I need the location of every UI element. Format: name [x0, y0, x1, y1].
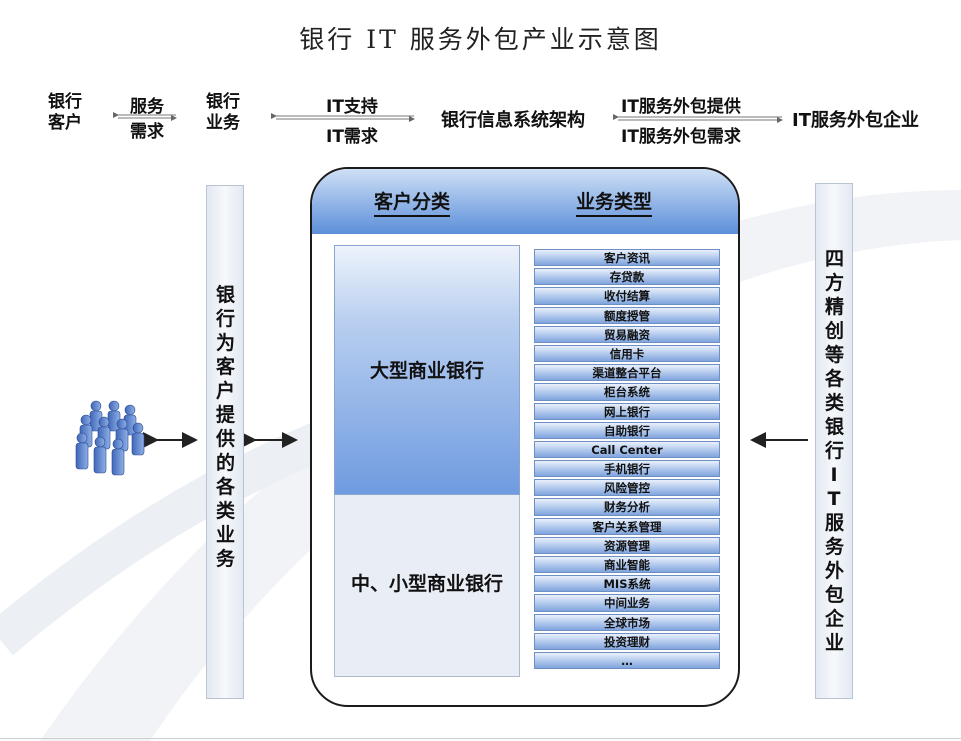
business-type-item: 客户关系管理: [534, 517, 720, 535]
it-support-label: IT支持: [326, 97, 378, 117]
business-type-item: 中间业务: [534, 594, 720, 612]
business-type-item: 财务分析: [534, 498, 720, 516]
business-type-item: 客户资讯: [534, 249, 720, 267]
panel-header: [312, 169, 738, 234]
business-type-item: 信用卡: [534, 344, 720, 363]
business-type-item: 手机银行: [534, 460, 720, 478]
bottom-divider: [0, 738, 961, 739]
people-group-icon: [75, 400, 145, 476]
business-type-list: 客户资讯存贷款收付结算额度授管贸易融资信用卡渠道整合平台柜台系统网上银行自助银行…: [534, 249, 720, 671]
right-bar-text: 四方精创等各类银行IT服务外包企业: [825, 248, 845, 654]
business-type-item: 商业智能: [534, 556, 720, 574]
business-type-item: 风险管控: [534, 479, 720, 497]
right-companies-bar: 四方精创等各类银行IT服务外包企业: [815, 183, 853, 699]
bank-info-architecture-label: 银行信息系统架构: [441, 110, 585, 131]
bank-info-system-panel: 客户分类 业务类型 大型商业银行 中、小型商业银行 客户资讯存贷款收付结算额度授…: [310, 167, 740, 707]
business-type-item: 柜台系统: [534, 383, 720, 401]
business-type-item: Call Center: [534, 440, 720, 459]
it-outsourcing-demand-label: IT服务外包需求: [621, 127, 741, 147]
customer-category-header: 客户分类: [374, 187, 451, 217]
left-services-bar: 银行为客户提供的各类业务: [206, 185, 244, 699]
business-type-item: …: [534, 651, 720, 670]
business-type-item: 存贷款: [534, 268, 720, 286]
demand-label: 需求: [130, 122, 164, 142]
business-type-item: 收付结算: [534, 287, 720, 305]
service-label: 服务: [130, 97, 164, 117]
business-type-item: 投资理财: [534, 632, 720, 650]
it-demand-label: IT需求: [326, 127, 378, 147]
left-bar-text: 银行为客户提供的各类业务: [216, 284, 236, 570]
business-type-item: 额度授管: [534, 306, 720, 324]
business-type-header: 业务类型: [576, 187, 653, 217]
business-type-item: MIS系统: [534, 575, 720, 593]
bank-business-label: 银行 业务: [206, 92, 240, 133]
it-outsourcing-supply-label: IT服务外包提供: [621, 97, 741, 117]
it-outsourcing-company-label: IT服务外包企业: [792, 110, 919, 131]
large-banks-segment: 大型商业银行: [334, 245, 520, 495]
bank-customer-label: 银行 客户: [48, 92, 82, 133]
business-type-item: 自助银行: [534, 421, 720, 439]
business-type-item: 渠道整合平台: [534, 364, 720, 382]
small-banks-label: 中、小型商业银行: [350, 573, 503, 595]
business-type-item: 全球市场: [534, 613, 720, 631]
large-banks-label: 大型商业银行: [369, 360, 484, 382]
small-banks-segment: 中、小型商业银行: [334, 495, 520, 677]
page-title: 银行 IT 服务外包产业示意图: [299, 25, 662, 54]
business-type-item: 网上银行: [534, 402, 720, 420]
business-type-item: 资源管理: [534, 536, 720, 554]
business-type-item: 贸易融资: [534, 325, 720, 343]
